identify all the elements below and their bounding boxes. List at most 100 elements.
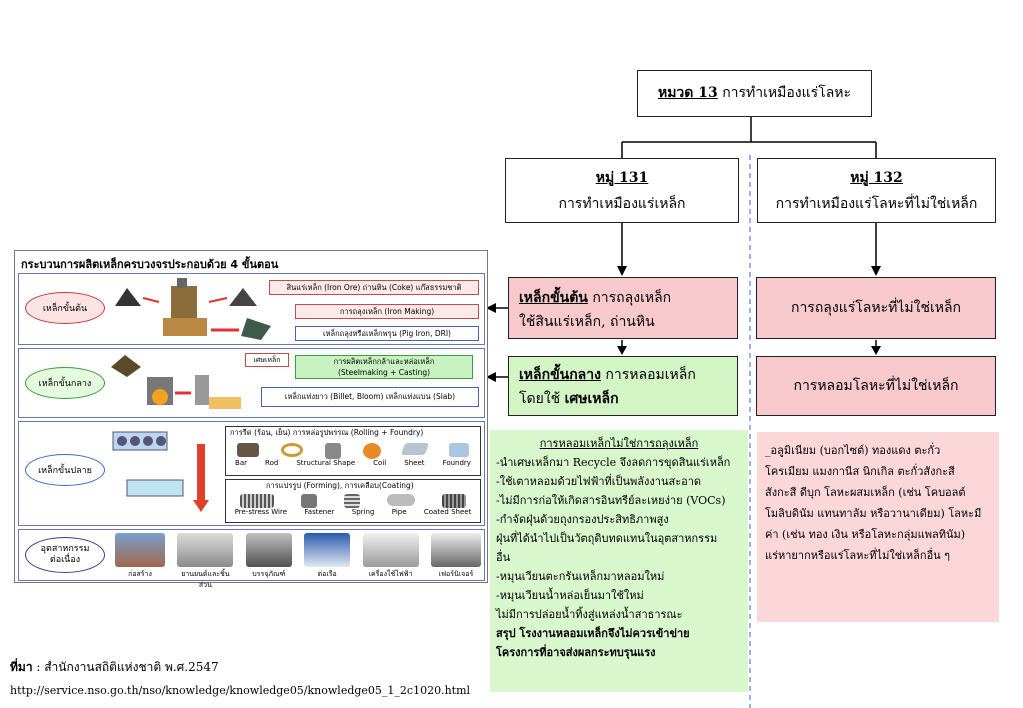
upstream-label: เหล็กขั้นต้น — [519, 290, 588, 306]
nonferrous-list-line: โครเมียม แมงกานีส นิกเกิล ตะกั่วสังกะสี — [765, 465, 955, 478]
melting-note-line: -หมุนเวียนตะกรันเหล็กมาหลอมใหม่ — [496, 570, 665, 583]
source-url[interactable]: http://service.nso.go.th/nso/knowledge/k… — [10, 684, 471, 697]
product-label: Sheet — [404, 459, 425, 467]
nonferrous-list-line: แร่หายากหรือแร่โลหะที่ไม่ใช่เหล็กอื่น ๆ — [765, 549, 951, 562]
melting-note-line: ไม่มีการปล่อยน้ำทิ้งสู่แหล่งน้ำสาธารณะ — [496, 608, 683, 621]
product-label: Coil — [373, 459, 387, 467]
group-132-code: หมู่ 132 — [850, 170, 903, 186]
pig-iron-box: เหล็กถลุงหรือเหล็กพรุน (Pig Iron, DRI) — [295, 326, 479, 341]
product-label: Spring — [351, 508, 375, 516]
steel-process-figure: กระบวนการผลิตเหล็กครบวงจรประกอบด้วย 4 ขั… — [14, 250, 488, 589]
pipe-image — [387, 494, 416, 506]
group-131-title: การทำเหมืองแร่เหล็ก — [558, 196, 686, 212]
stage-industry-oval: อุตสาหกรรม ต่อเนื่อง — [25, 537, 105, 573]
source-line: ที่มา : สำนักงานสถิติแห่งชาติ พ.ศ.2547 — [10, 658, 219, 677]
nonferrous-list-panel: _อลูมิเนียม (บอกไซต์) ทองแดง ตะกั่ว โครเ… — [757, 432, 999, 622]
melting-note-title: การหลอมเหล็กไม่ใช่การถลุงเหล็ก — [539, 437, 699, 450]
steel-mill-icon — [111, 355, 241, 409]
nonferrous-list-line: _อลูมิเนียม (บอกไซต์) ทองแดง ตะกั่ว — [765, 444, 941, 457]
melting-note-line: -นำเศษเหล็กมา Recycle จึงลดการขุดสินแร่เ… — [496, 456, 731, 469]
midstream-text1: การหลอมเหล็ก — [600, 367, 696, 383]
coil-image — [363, 443, 381, 459]
industry-label: ยานยนต์และชิ้นส่วน — [181, 570, 230, 589]
upstream-text2: ใช้สินแร่เหล็ก, ถ่านหิน — [519, 314, 655, 330]
melting-note-line: อื่น — [496, 551, 511, 564]
nonferrous-melting-box: การหลอมโลหะที่ไม่ใช่เหล็ก — [756, 356, 996, 416]
shipbuilding-image — [304, 533, 351, 567]
stage-downstream-label: เหล็กขั้นปลาย — [38, 466, 92, 476]
foundry-image — [449, 443, 469, 457]
automotive-image — [177, 533, 234, 567]
stage-industry-label: อุตสาหกรรม ต่อเนื่อง — [40, 544, 90, 565]
nonferrous-list-line: ค่า (เช่น ทอง เงิน หรือโลหะกลุ่มแพลทินัม… — [765, 528, 966, 541]
construction-image — [115, 533, 165, 567]
product-label: Bar — [235, 459, 247, 467]
industry-labels: ก่อสร้าง ยานยนต์และชิ้นส่วน บรรจุภัณฑ์ ต… — [115, 569, 481, 591]
packaging-image — [245, 533, 292, 567]
melting-note-line: ฝุ่นที่ได้นำไปเป็นวัตถุดิบทดแทนในอุตสาหก… — [496, 532, 718, 545]
forming-box: การแปรรูป (Forming), การเคลือบ(Coating) … — [225, 479, 481, 523]
steelmaking-label: การผลิตเหล็กกล้าและหล่อเหล็ก — [333, 357, 435, 366]
group-132-box: หมู่ 132 การทำเหมืองแร่โลหะที่ไม่ใช่เหล็… — [757, 158, 996, 223]
product-label: Fastener — [304, 508, 335, 516]
product-label: Pipe — [391, 508, 407, 516]
nonferrous-smelting-label: การถลุงแร่โลหะที่ไม่ใช่เหล็ก — [790, 300, 962, 316]
midstream-steel-box: เหล็กขั้นกลาง การหลอมเหล็ก โดยใช้ เศษเหล… — [508, 356, 738, 416]
stage-industry-band: อุตสาหกรรม ต่อเนื่อง ก่อสร้าง ยานยนต์และ… — [18, 529, 485, 589]
semi-finished-box: เหล็กแท่งยาว (Billet, Bloom) เหล็กแท่งแบ… — [261, 387, 479, 407]
scrap-box: เศษเหล็ก — [245, 353, 289, 367]
melting-note-line: -กำจัดฝุ่นด้วยถุงกรองประสิทธิภาพสูง — [496, 513, 669, 526]
industry-label: ต่อเรือ — [317, 570, 337, 578]
forming-label: การแปรรูป (Forming), การเคลือบ(Coating) — [266, 481, 414, 490]
stage-upstream-label: เหล็กขั้นต้น — [42, 304, 88, 314]
upstream-steel-box: เหล็กขั้นต้น การถลุงเหล็ก ใช้สินแร่เหล็ก… — [508, 277, 738, 339]
appliances-image — [362, 533, 419, 567]
rolling-box: การรีด (ร้อน, เย็น) การหล่อรูปพรรณ (Roll… — [225, 426, 481, 476]
rolling-mill-icon — [112, 431, 209, 512]
product-label: Coated Sheet — [423, 508, 472, 516]
industry-images — [115, 533, 481, 567]
group-131-code: หมู่ 131 — [595, 170, 649, 186]
sheet-image — [400, 443, 430, 455]
product-label: Pre-stress Wire — [234, 508, 288, 516]
industry-label: ก่อสร้าง — [128, 570, 152, 578]
nonferrous-melting-label: การหลอมโลหะที่ไม่ใช่เหล็ก — [793, 378, 959, 394]
fastener-image — [300, 494, 317, 508]
rolling-label: การรีด (ร้อน, เย็น) การหล่อรูปพรรณ (Roll… — [230, 428, 424, 437]
product-label: Rod — [265, 459, 279, 467]
industry-label: บรรจุภัณฑ์ — [252, 570, 286, 578]
stage-midstream-label: เหล็กขั้นกลาง — [38, 379, 92, 389]
stage-upstream-oval: เหล็กขั้นต้น — [25, 292, 105, 324]
steelmaking-box: การผลิตเหล็กกล้าและหล่อเหล็ก (Steelmakin… — [295, 355, 473, 379]
nonferrous-list-line: โมลิบดินัม แทนทาลัม หรือวานาเดียม) โลหะม… — [765, 507, 982, 520]
melting-note-line: -ใช้เตาหลอมด้วยไฟฟ้าที่เป็นพลังงานสะอาด — [496, 475, 702, 488]
structural-shape-image — [325, 443, 341, 459]
figure-title: กระบวนการผลิตเหล็กครบวงจรประกอบด้วย 4 ขั… — [21, 258, 279, 271]
iron-making-box: การถลุงเหล็ก (Iron Making) — [295, 304, 479, 319]
category-13-code: หมวด 13 — [657, 85, 718, 101]
nonferrous-list-line: สังกะสี ดีบุก โลหะผสมเหล็ก (เช่น โคบอลต์ — [765, 486, 966, 499]
rod-image — [281, 443, 303, 457]
upstream-text1: การถลุงเหล็ก — [587, 290, 672, 306]
furniture-image — [430, 533, 481, 567]
midstream-text2: โดยใช้ — [519, 391, 565, 407]
industry-label: เครื่องใช้ไฟฟ้า — [368, 570, 413, 578]
raw-materials-box: สินแร่เหล็ก (Iron Ore) ถ่านหิน (Coke) แก… — [269, 280, 479, 295]
group-131-box: หมู่ 131 การทำเหมืองแร่เหล็ก — [505, 158, 739, 223]
category-13-title: การทำเหมืองแร่โลหะ — [722, 85, 852, 101]
category-13-box: หมวด 13 การทำเหมืองแร่โลหะ — [637, 70, 872, 117]
stage-downstream-oval: เหล็กขั้นปลาย — [25, 454, 105, 486]
melting-note-panel: การหลอมเหล็กไม่ใช่การถลุงเหล็ก -นำเศษเหล… — [490, 430, 748, 692]
group-132-title: การทำเหมืองแร่โลหะที่ไม่ใช่เหล็ก — [775, 196, 978, 212]
product-label: Foundry — [442, 459, 471, 467]
stage-upstream-band: เหล็กขั้นต้น สินแร่เหล็ก (Iron Ore) ถ่าน… — [18, 273, 485, 345]
product-label: Structural Shape — [296, 459, 356, 467]
wire-image — [239, 494, 274, 508]
midstream-text3: เศษเหล็ก — [564, 391, 619, 407]
stage-midstream-oval: เหล็กขั้นกลาง — [25, 367, 105, 399]
nonferrous-smelting-box: การถลุงแร่โลหะที่ไม่ใช่เหล็ก — [756, 277, 996, 339]
midstream-label: เหล็กขั้นกลาง — [519, 367, 601, 383]
melting-note-line: -ไม่มีการก่อให้เกิดสารอินทรีย์ละเหยง่าย … — [496, 494, 726, 507]
source-label: ที่มา — [10, 660, 33, 674]
melting-note-conclusion: สรุป โรงงานหลอมเหล็กจึงไม่ควรเข้าข่าย — [496, 627, 690, 640]
